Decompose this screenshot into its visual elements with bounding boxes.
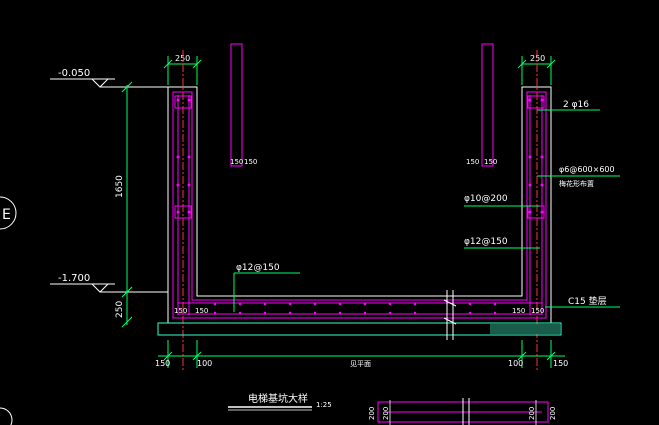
label-phi12-bottom: φ12@150 bbox=[236, 263, 280, 273]
dim-bottom-100-left: 100 bbox=[197, 359, 212, 368]
elevation-bottom: -1.700 bbox=[50, 273, 168, 293]
bottom-dimension bbox=[158, 340, 565, 368]
label-phi10: φ10@200 bbox=[464, 194, 508, 204]
title-text: 电梯基坑大样 bbox=[248, 392, 308, 405]
dim-bottom-100-right: 100 bbox=[508, 359, 523, 368]
axis-mark-text: E bbox=[2, 207, 11, 223]
elevation-top: -0.050 bbox=[50, 68, 168, 88]
axis-bubble: E bbox=[0, 196, 17, 230]
leaders bbox=[233, 109, 620, 312]
axis-bubble-bottom bbox=[0, 407, 13, 425]
slab-dim-150d: 150 bbox=[531, 307, 544, 315]
dowel-dim-d: 150 bbox=[484, 158, 497, 166]
dowel-dim-c: 150 bbox=[466, 158, 479, 166]
detail-dim-200c: 200 bbox=[528, 407, 536, 420]
dowel-bars bbox=[230, 43, 494, 167]
vertical-dimension bbox=[121, 81, 133, 328]
label-c15: C15 垫层 bbox=[568, 295, 607, 307]
dim-right-wall-text: 250 bbox=[530, 54, 545, 63]
detail-dim-200d: 200 bbox=[549, 407, 557, 420]
rebar-dots bbox=[176, 98, 544, 315]
label-phi12-right: φ12@150 bbox=[464, 237, 508, 247]
drawing-title: 电梯基坑大样 1:25 bbox=[228, 392, 332, 411]
slab-dim-150a: 150 bbox=[174, 307, 187, 315]
dim-right-wall bbox=[517, 56, 556, 85]
elevation-top-text: -0.050 bbox=[58, 68, 90, 79]
elevation-bottom-text: -1.700 bbox=[58, 273, 90, 284]
c15-base bbox=[157, 322, 562, 336]
label-stirrup-note: 梅花形布置 bbox=[559, 179, 594, 188]
slab-dim-150c: 150 bbox=[512, 307, 525, 315]
dim-bottom-150-left: 150 bbox=[155, 359, 170, 368]
dim-bottom-center: 见平面 bbox=[350, 360, 371, 368]
dim-left-wall bbox=[163, 56, 202, 85]
label-2phi16: 2 φ16 bbox=[563, 100, 589, 110]
label-stirrup: φ6@600×600 bbox=[559, 165, 615, 174]
slab-dim-150b: 150 bbox=[195, 307, 208, 315]
dowel-dim-b: 150 bbox=[244, 158, 257, 166]
dim-bottom-150-right: 150 bbox=[553, 359, 568, 368]
axis-lines bbox=[182, 50, 538, 370]
rebar-cage bbox=[172, 91, 547, 319]
dowel-dim-a: 150 bbox=[230, 158, 243, 166]
detail-dim-200b: 200 bbox=[382, 407, 390, 420]
detail-section bbox=[377, 398, 549, 425]
dim-left-wall-text: 250 bbox=[175, 54, 190, 63]
detail-dim-200a: 200 bbox=[368, 407, 376, 420]
dim-250-vertical: 250 bbox=[115, 301, 125, 318]
slab-break-line bbox=[443, 290, 457, 340]
scale-text: 1:25 bbox=[316, 401, 332, 409]
dim-1650: 1650 bbox=[115, 175, 125, 198]
